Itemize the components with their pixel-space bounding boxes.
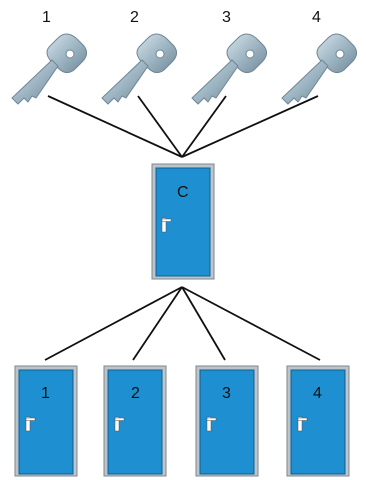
key-1-label: 1 xyxy=(42,9,51,26)
door-handle-icon xyxy=(114,416,125,432)
connector-lines xyxy=(44,95,321,361)
door-handle-icon xyxy=(297,416,308,432)
door-1-label: 1 xyxy=(41,385,50,402)
key-2: 2 xyxy=(101,9,178,105)
door-1: 1 xyxy=(14,365,78,477)
line-door-3 xyxy=(181,286,226,361)
line-key-2 xyxy=(137,95,183,158)
line-door-2 xyxy=(132,286,183,361)
door-2: 2 xyxy=(103,365,167,477)
door-3: 3 xyxy=(195,365,259,477)
key-4-label: 4 xyxy=(312,9,321,26)
line-key-1 xyxy=(47,95,183,158)
key-3: 3 xyxy=(191,9,268,105)
line-key-4 xyxy=(181,95,319,158)
key-4: 4 xyxy=(281,9,358,105)
door-2-label: 2 xyxy=(131,385,140,402)
line-door-4 xyxy=(181,286,321,361)
key-3-label: 3 xyxy=(222,9,231,26)
line-key-3 xyxy=(181,95,227,158)
door-4-label: 4 xyxy=(313,385,322,402)
door-handle-icon xyxy=(25,416,36,432)
key-2-icon xyxy=(101,33,178,105)
line-door-1 xyxy=(44,286,183,361)
central-door-label: C xyxy=(177,184,189,201)
key-1-icon xyxy=(11,33,88,105)
key-4-icon xyxy=(281,33,358,105)
door-3-label: 3 xyxy=(222,385,231,402)
key-3-icon xyxy=(191,33,268,105)
key-2-label: 2 xyxy=(130,9,139,26)
door-handle-icon xyxy=(206,416,217,432)
key-1: 1 xyxy=(11,9,88,105)
door-handle-icon xyxy=(161,217,172,233)
door-4: 4 xyxy=(286,365,350,477)
central-door: C xyxy=(151,163,215,280)
